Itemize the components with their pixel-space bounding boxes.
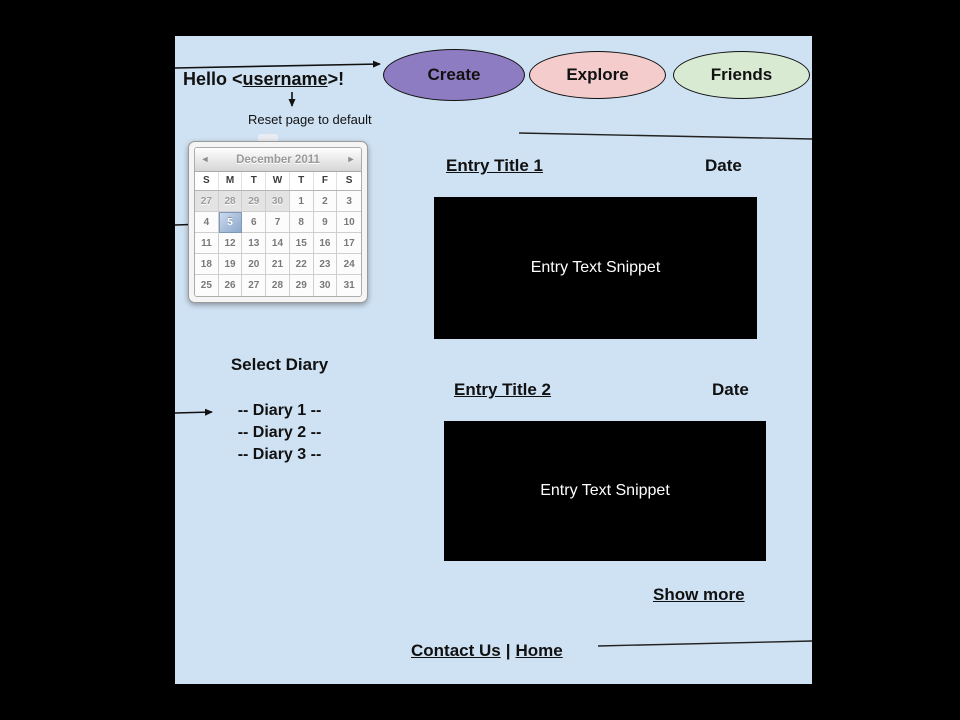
calendar-popover-notch [258,134,278,143]
diary-option[interactable]: -- Diary 3 -- [237,446,322,463]
calendar-day-14[interactable]: 14 [266,233,290,254]
home-link[interactable]: Home [515,641,563,660]
calendar-day-15[interactable]: 15 [289,233,314,254]
calendar-day-16[interactable]: 16 [313,233,338,254]
calendar-header: ◄ December 2011 ► [195,148,361,172]
calendar-day-27[interactable]: 27 [195,191,219,212]
calendar-day-20[interactable]: 20 [242,254,267,275]
calendar-weekday-label: W [266,172,290,190]
calendar-next-icon[interactable]: ► [346,154,356,164]
calendar-month-label: December 2011 [236,153,320,166]
calendar-weekday-label: T [242,172,267,190]
arrow-hello-to-create [175,60,381,69]
calendar-day-28[interactable]: 28 [266,275,290,296]
calendar-weekday-label: M [219,172,243,190]
calendar-day-17[interactable]: 17 [337,233,361,254]
calendar-day-5[interactable]: 5 [218,212,243,233]
calendar-prev-icon[interactable]: ◄ [200,154,210,164]
calendar-weekday-label: S [195,172,219,190]
show-more-link[interactable]: Show more [653,585,745,604]
entry-2-snippet-box[interactable]: Entry Text Snippet [444,421,766,561]
calendar-day-29[interactable]: 29 [242,191,267,212]
calendar-day-6[interactable]: 6 [242,212,267,233]
calendar-day-10[interactable]: 10 [337,212,361,233]
calendar-day-9[interactable]: 9 [313,212,338,233]
greeting-text: Hello <username>! [183,69,344,90]
footer-separator: | [505,641,511,660]
contact-us-link[interactable]: Contact Us [411,641,501,660]
calendar-day-12[interactable]: 12 [218,233,243,254]
select-diary-heading: Select Diary [230,355,329,374]
entry-1-title-link[interactable]: Entry Title 1 [446,156,543,175]
calendar-day-25[interactable]: 25 [195,275,219,296]
annotation-line-footer [597,640,812,647]
calendar-day-29[interactable]: 29 [290,275,314,296]
annotation-line-entries [518,132,812,140]
diary-option[interactable]: -- Diary 1 -- [237,402,322,419]
calendar-day-8[interactable]: 8 [289,212,314,233]
diary-list: -- Diary 1 -- -- Diary 2 -- -- Diary 3 -- [202,400,357,466]
calendar-day-30[interactable]: 30 [314,275,338,296]
calendar-day-21[interactable]: 21 [266,254,290,275]
diary-option[interactable]: -- Diary 2 -- [237,424,322,441]
entry-1-snippet-box[interactable]: Entry Text Snippet [434,197,757,339]
calendar-day-4[interactable]: 4 [195,212,219,233]
calendar-day-23[interactable]: 23 [313,254,338,275]
calendar-day-2[interactable]: 2 [313,191,338,212]
calendar-day-11[interactable]: 11 [195,233,219,254]
greeting-suffix: >! [327,69,345,89]
wireframe-slide: Hello <username>! Reset page to default … [175,36,812,684]
calendar-weekday-label: S [345,175,353,186]
greeting-prefix: Hello < [183,69,243,89]
calendar-day-18[interactable]: 18 [195,254,219,275]
reset-note-label: Reset page to default [248,112,372,127]
calendar-day-19[interactable]: 19 [218,254,243,275]
calendar-day-30[interactable]: 30 [266,191,290,212]
entry-1-snippet-text: Entry Text Snippet [530,259,661,276]
calendar-day-31[interactable]: 31 [343,280,355,291]
calendar-day-27[interactable]: 27 [242,275,267,296]
calendar-day-24[interactable]: 24 [337,254,361,275]
calendar-weekday-label: T [290,172,314,190]
calendar-weekday-label: F [314,172,338,190]
calendar-day-22[interactable]: 22 [289,254,314,275]
entry-2-date-label: Date [712,380,749,399]
calendar-day-1[interactable]: 1 [289,191,314,212]
calendar-day-26[interactable]: 26 [219,275,243,296]
nav-create-button[interactable]: Create [383,49,525,101]
calendar-day-13[interactable]: 13 [242,233,267,254]
calendar-day-7[interactable]: 7 [266,212,290,233]
nav-explore-button[interactable]: Explore [529,51,666,99]
calendar-day-3[interactable]: 3 [337,191,361,212]
entry-1-date-label: Date [705,156,742,175]
footer-links: Contact Us|Home [411,641,563,661]
entry-2-title-link[interactable]: Entry Title 2 [454,380,551,399]
username-link[interactable]: username [242,69,328,89]
nav-friends-button[interactable]: Friends [673,51,810,99]
calendar-day-28[interactable]: 28 [218,191,243,212]
entry-2-snippet-text: Entry Text Snippet [540,482,670,499]
